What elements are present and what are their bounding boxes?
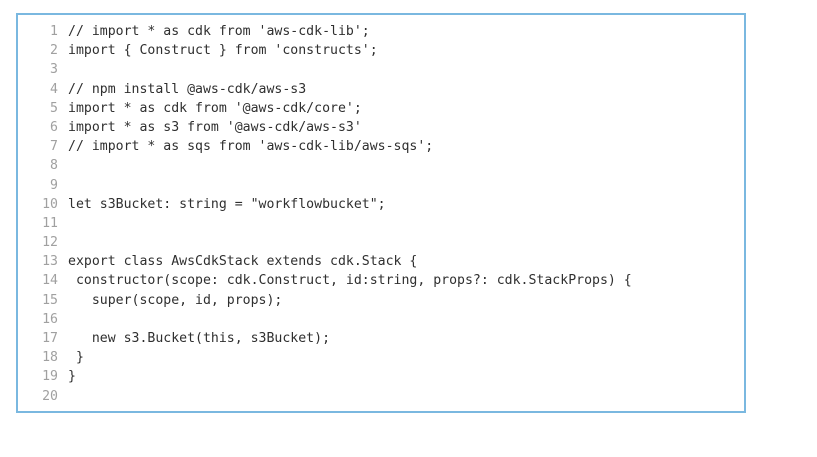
- code-line[interactable]: 12: [18, 233, 744, 252]
- code-line[interactable]: 16: [18, 310, 744, 329]
- code-line[interactable]: 11: [18, 214, 744, 233]
- code-line[interactable]: 13 export class AwsCdkStack extends cdk.S…: [18, 252, 744, 271]
- code-line[interactable]: 1 // import * as cdk from 'aws-cdk-lib';: [18, 22, 744, 41]
- code-line[interactable]: 20: [18, 387, 744, 406]
- line-number: 10: [42, 196, 58, 212]
- line-number: 20: [42, 388, 58, 404]
- code-line[interactable]: 14 constructor(scope: cdk.Construct, id:…: [18, 271, 744, 290]
- code-line[interactable]: 19}: [18, 367, 744, 386]
- line-text[interactable]: [58, 310, 744, 329]
- line-number: 11: [42, 215, 58, 231]
- line-text[interactable]: // import * as cdk from 'aws-cdk-lib';: [68, 24, 370, 39]
- code-line[interactable]: 5 import * as cdk from '@aws-cdk/core';: [18, 99, 744, 118]
- line-number: 2: [50, 43, 58, 59]
- line-number: 3: [50, 62, 58, 78]
- line-text[interactable]: // import * as sqs from 'aws-cdk-lib/aws…: [68, 139, 434, 155]
- line-number: 15: [42, 292, 58, 308]
- line-text[interactable]: [58, 176, 744, 195]
- line-text[interactable]: super(scope, id, props);: [68, 292, 283, 308]
- line-text[interactable]: import * as s3 from '@aws-cdk/aws-s3': [68, 119, 362, 135]
- code-line[interactable]: 17 new s3.Bucket(this, s3Bucket);: [18, 329, 744, 348]
- line-number: 12: [42, 235, 58, 251]
- line-number: 16: [42, 311, 58, 327]
- line-text[interactable]: [58, 387, 744, 406]
- code-line[interactable]: 10 let s3Bucket: string = "workflowbucket…: [18, 195, 744, 214]
- line-number: 5: [50, 100, 58, 116]
- line-number: 6: [50, 119, 58, 135]
- line-text[interactable]: let s3Bucket: string = "workflowbucket";: [68, 196, 386, 212]
- line-text[interactable]: import * as cdk from '@aws-cdk/core';: [68, 100, 362, 116]
- code-line[interactable]: 6 import * as s3 from '@aws-cdk/aws-s3': [18, 118, 744, 137]
- line-number: 8: [50, 158, 58, 174]
- line-text[interactable]: [58, 214, 744, 233]
- line-text[interactable]: import { Construct } from 'constructs';: [68, 43, 378, 59]
- code-editor[interactable]: 1// import * as cdk from 'aws-cdk-lib'; …: [16, 13, 746, 413]
- line-number: 4: [50, 81, 58, 97]
- code-line[interactable]: 8: [18, 156, 744, 175]
- line-number: 19: [42, 369, 58, 385]
- line-text[interactable]: constructor(scope: cdk.Construct, id:str…: [68, 273, 632, 289]
- line-text[interactable]: }: [68, 369, 76, 385]
- line-text[interactable]: [58, 60, 744, 79]
- line-text[interactable]: new s3.Bucket(this, s3Bucket);: [68, 331, 331, 346]
- code-line[interactable]: 4 // npm install @aws-cdk/aws-s3: [18, 80, 744, 99]
- line-number: 18: [42, 350, 58, 366]
- line-text[interactable]: // npm install @aws-cdk/aws-s3: [68, 81, 307, 97]
- line-text[interactable]: }: [68, 350, 84, 366]
- code-line[interactable]: 3: [18, 60, 744, 79]
- code-line[interactable]: 7 // import * as sqs from 'aws-cdk-lib/aw…: [18, 137, 744, 156]
- code-line[interactable]: 2 import { Construct } from 'constructs';: [18, 41, 744, 60]
- line-number: 14: [42, 273, 58, 289]
- line-text[interactable]: [58, 233, 744, 252]
- code-line[interactable]: 18 }: [18, 348, 744, 367]
- code-line[interactable]: 9: [18, 176, 744, 195]
- code-area[interactable]: 1// import * as cdk from 'aws-cdk-lib'; …: [18, 22, 744, 406]
- line-number: 7: [50, 139, 58, 155]
- line-text[interactable]: [58, 156, 744, 175]
- code-line[interactable]: 15 super(scope, id, props);: [18, 291, 744, 310]
- line-number: 13: [42, 254, 58, 270]
- line-text[interactable]: export class AwsCdkStack extends cdk.Sta…: [68, 254, 418, 270]
- line-number: 1: [50, 24, 58, 39]
- line-number: 17: [42, 331, 58, 346]
- line-number: 9: [50, 177, 58, 193]
